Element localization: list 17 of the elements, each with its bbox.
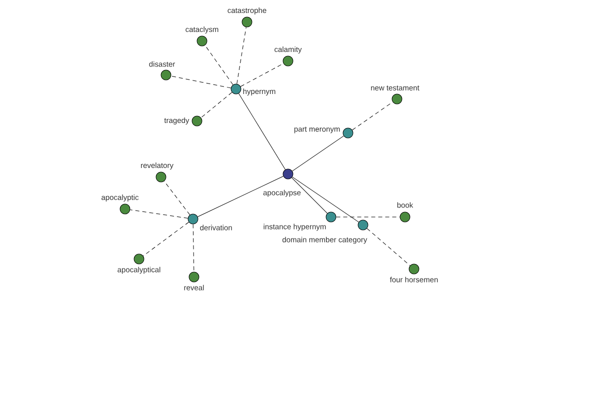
connector-line [198, 176, 284, 217]
connector-line [164, 180, 190, 216]
connector-line [192, 224, 194, 272]
connector-line [291, 177, 328, 214]
connector-line [170, 76, 232, 88]
connector-line [130, 210, 188, 218]
connector-line [366, 228, 410, 266]
connector-line [142, 222, 190, 256]
connector-line [200, 92, 232, 118]
connector-line [240, 63, 284, 87]
connector-line [292, 176, 359, 222]
connector-line [336, 216, 400, 218]
connector-line [236, 26, 246, 84]
connector-line [238, 93, 286, 170]
connector-line [204, 45, 234, 85]
connector-line [292, 136, 344, 172]
connector-line [352, 102, 393, 130]
